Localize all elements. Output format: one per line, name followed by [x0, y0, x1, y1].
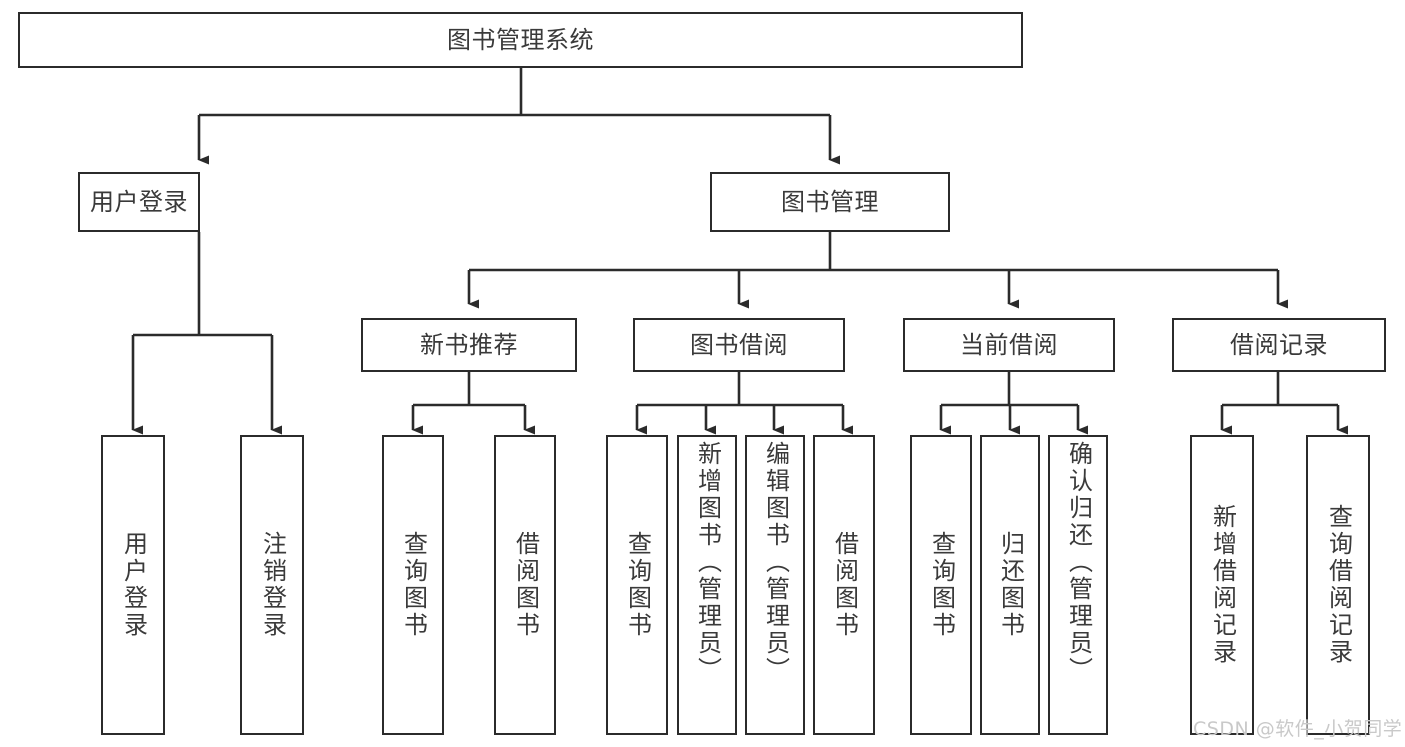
- leaf-bb-query-book[interactable]: 查询图书: [606, 435, 668, 735]
- leaf-br-add-record-label: 新增借阅记录: [1208, 504, 1237, 666]
- leaf-nb-query-book[interactable]: 查询图书: [382, 435, 444, 735]
- node-borrow-record[interactable]: 借阅记录: [1172, 318, 1386, 372]
- node-current-borrow-label: 当前借阅: [960, 330, 1058, 359]
- leaf-cb-return-book-label: 归还图书: [996, 531, 1025, 639]
- node-root[interactable]: 图书管理系统: [18, 12, 1023, 68]
- leaf-user-login-label: 用户登录: [119, 531, 148, 639]
- leaf-cb-query-book-label: 查询图书: [927, 531, 956, 639]
- leaf-cb-return-book[interactable]: 归还图书: [980, 435, 1040, 735]
- leaf-logout-label: 注销登录: [258, 531, 287, 639]
- node-root-label: 图书管理系统: [447, 25, 594, 54]
- node-borrow-record-label: 借阅记录: [1230, 330, 1328, 359]
- node-user-login-label: 用户登录: [90, 187, 188, 216]
- leaf-nb-borrow-book[interactable]: 借阅图书: [494, 435, 556, 735]
- leaf-bb-edit-book[interactable]: 编辑图书（管理员）: [745, 435, 805, 735]
- leaf-br-query-record-label: 查询借阅记录: [1324, 504, 1353, 666]
- leaf-nb-borrow-book-label: 借阅图书: [511, 531, 540, 639]
- leaf-bb-query-book-label: 查询图书: [623, 531, 652, 639]
- leaf-bb-borrow-book-label: 借阅图书: [830, 531, 859, 639]
- node-current-borrow[interactable]: 当前借阅: [903, 318, 1115, 372]
- node-book-manage-label: 图书管理: [781, 187, 879, 216]
- node-book-borrow-label: 图书借阅: [690, 330, 788, 359]
- node-new-book-recommend-label: 新书推荐: [420, 330, 518, 359]
- csdn-watermark: CSDN @软件_小贺同学: [1193, 718, 1403, 740]
- leaf-bb-add-book[interactable]: 新增图书（管理员）: [677, 435, 737, 735]
- node-user-login[interactable]: 用户登录: [78, 172, 200, 232]
- leaf-bb-edit-book-label: 编辑图书（管理员）: [761, 441, 790, 684]
- node-book-borrow[interactable]: 图书借阅: [633, 318, 845, 372]
- leaf-cb-confirm-return[interactable]: 确认归还（管理员）: [1048, 435, 1108, 735]
- leaf-bb-borrow-book[interactable]: 借阅图书: [813, 435, 875, 735]
- node-new-book-recommend[interactable]: 新书推荐: [361, 318, 577, 372]
- leaf-br-add-record[interactable]: 新增借阅记录: [1190, 435, 1254, 735]
- leaf-bb-add-book-label: 新增图书（管理员）: [693, 441, 722, 684]
- leaf-cb-confirm-return-label: 确认归还（管理员）: [1064, 441, 1093, 684]
- leaf-br-query-record[interactable]: 查询借阅记录: [1306, 435, 1370, 735]
- leaf-logout[interactable]: 注销登录: [240, 435, 304, 735]
- leaf-cb-query-book[interactable]: 查询图书: [910, 435, 972, 735]
- node-book-manage[interactable]: 图书管理: [710, 172, 950, 232]
- leaf-nb-query-book-label: 查询图书: [399, 531, 428, 639]
- leaf-user-login[interactable]: 用户登录: [101, 435, 165, 735]
